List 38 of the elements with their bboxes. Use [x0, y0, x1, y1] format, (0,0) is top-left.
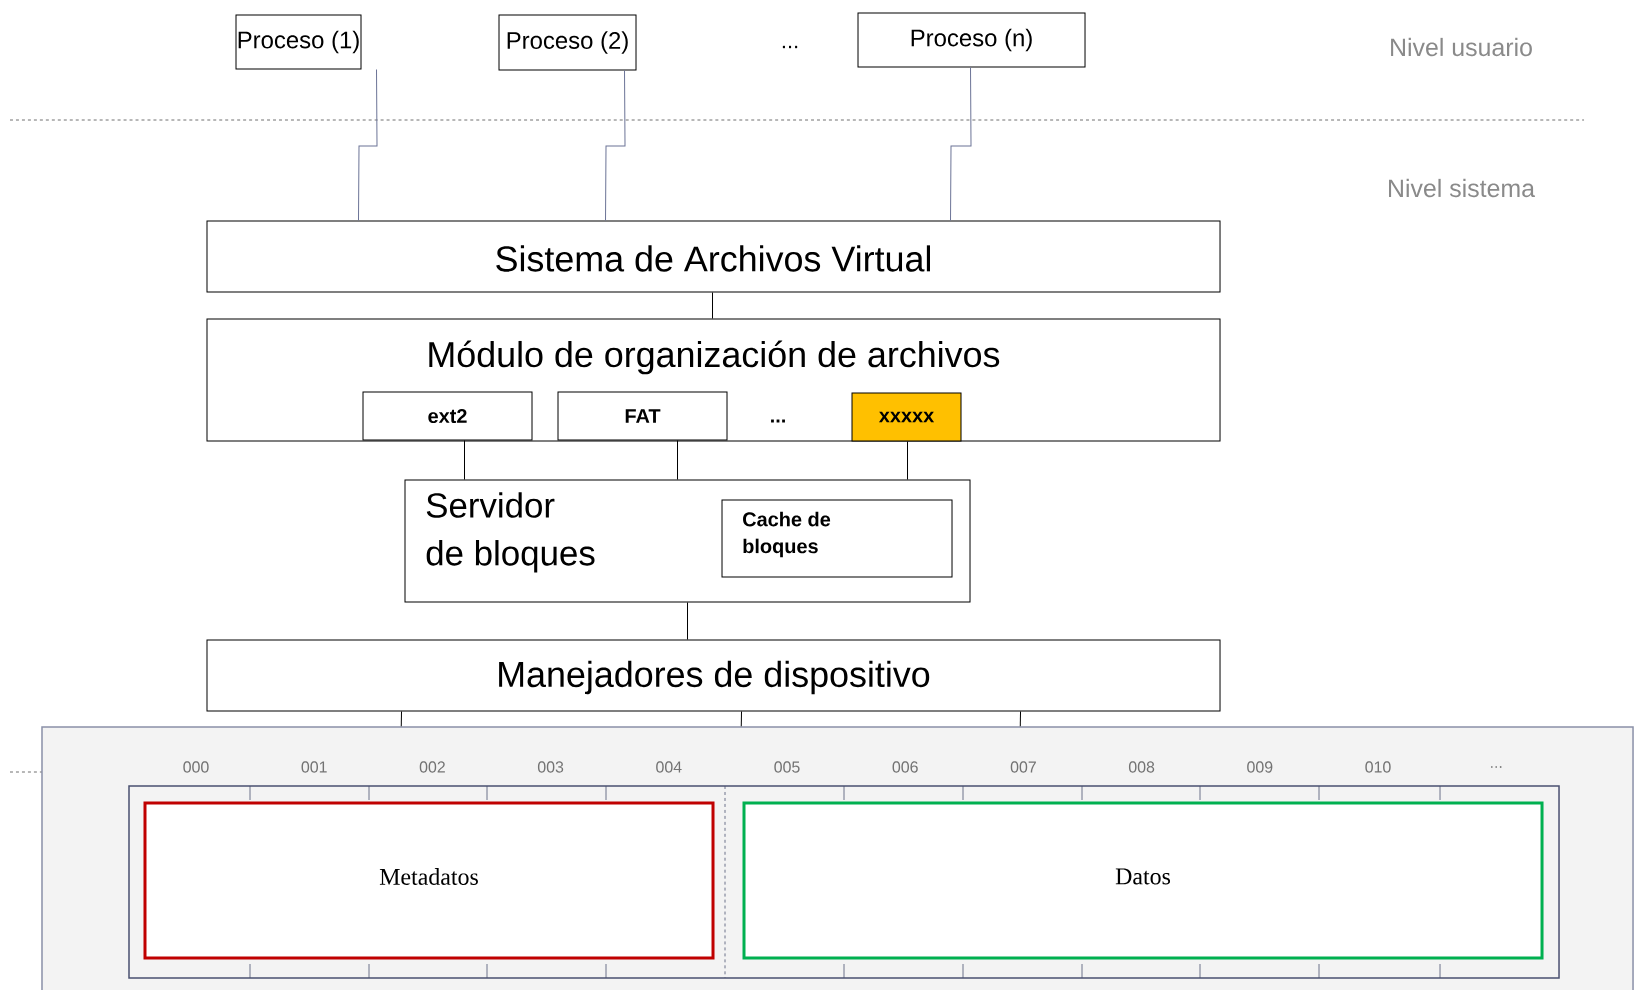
ellipsis: ... — [771, 419, 785, 423]
layer-box: Manejadores de dispositivo — [206, 639, 1221, 712]
process-box: Proceso (2) — [498, 14, 637, 71]
block-number: 000 — [183, 761, 209, 773]
connector-line — [677, 440, 678, 480]
process-box: Proceso (1) — [235, 14, 362, 70]
filesystem-box: FAT — [557, 391, 728, 441]
connector-line — [712, 292, 713, 319]
connector-line — [907, 441, 908, 480]
block-number: 007 — [1010, 761, 1036, 773]
connector-line — [687, 602, 688, 640]
block-number: 001 — [301, 761, 327, 773]
metadata-region: Metadatos — [143, 801, 715, 960]
connector-line — [950, 67, 972, 221]
block-number: ... — [1491, 766, 1502, 768]
connector-line — [358, 69, 378, 221]
block-number: 010 — [1365, 761, 1391, 773]
block-number: 002 — [419, 761, 445, 773]
data-region: Datos — [742, 801, 1544, 960]
process-box: Proceso (n) — [857, 12, 1086, 68]
layer-box: Sistema de Archivos Virtual — [206, 220, 1221, 293]
level-label: Nivel usuario — [1391, 37, 1532, 57]
connector-line — [1019, 711, 1021, 727]
block-number: 004 — [656, 761, 682, 773]
connector-line — [605, 70, 626, 221]
filesystem-box: ext2 — [362, 391, 533, 441]
block-number: 003 — [537, 761, 564, 773]
filesystem-box: xxxxx — [851, 392, 962, 442]
block-number: 008 — [1128, 761, 1155, 773]
level-label: Nivel sistema — [1389, 178, 1536, 198]
connector-line — [400, 711, 402, 727]
connector-line — [740, 711, 742, 727]
connector-line — [464, 440, 465, 480]
block-number: 006 — [892, 761, 918, 773]
cache-box: Cache de bloques — [721, 499, 953, 578]
block-number: 009 — [1247, 761, 1273, 773]
ellipsis: ... — [782, 45, 798, 49]
block-number: 005 — [774, 761, 800, 773]
